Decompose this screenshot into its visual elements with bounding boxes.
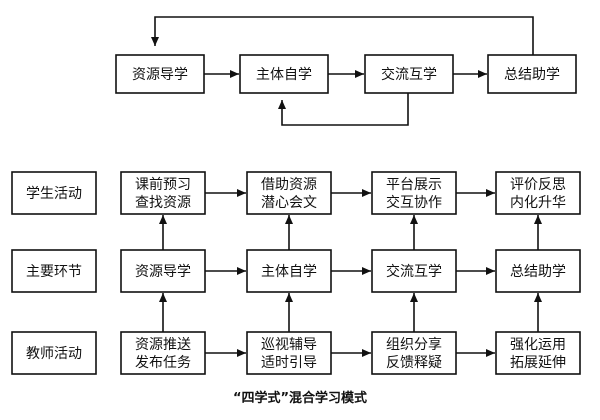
top-flow: 资源导学 主体自学 交流互学 总结助学 — [115, 16, 577, 126]
student-box-1-line-2: 查找资源 — [135, 195, 191, 211]
top-box-exchange-label: 交流互学 — [381, 66, 437, 83]
teacher-box-4-line-1: 强化运用 — [510, 337, 566, 353]
top-box-summary-label: 总结助学 — [504, 67, 560, 83]
student-box-2-line-1: 借助资源 — [261, 177, 317, 193]
top-loop-back-arrow — [151, 16, 534, 55]
stage-box-2-label: 主体自学 — [261, 264, 317, 280]
stage-box-1 — [120, 249, 206, 293]
student-box-2-line-2: 潜心会文 — [261, 195, 317, 211]
student-box-4 — [495, 171, 581, 215]
top-box-self-study-label: 主体自学 — [256, 67, 312, 83]
top-loop-inner-arrow — [278, 93, 409, 126]
teacher-box-4 — [495, 331, 581, 375]
student-box-3 — [371, 171, 457, 215]
row-label-student: 学生活动 — [26, 186, 82, 202]
diagram-caption: “四学式”混合学习模式 — [233, 390, 367, 406]
teacher-box-1-line-1: 资源推送 — [135, 337, 191, 353]
student-box-4-line-1: 评价反思 — [510, 177, 566, 193]
row-label-student-box — [11, 171, 97, 215]
student-box-1-line-1: 课前预习 — [135, 176, 191, 193]
row-label-teacher-box — [11, 331, 97, 375]
student-box-1 — [120, 171, 206, 215]
stage-box-3-label: 交流互学 — [386, 263, 442, 280]
teacher-box-3 — [371, 331, 457, 375]
top-box-summary — [487, 54, 577, 94]
top-box-resource-guide — [115, 54, 205, 94]
teacher-box-4-line-2: 拓展延伸 — [510, 355, 566, 371]
top-box-resource-guide-label: 资源导学 — [132, 67, 188, 83]
stage-box-4-label: 总结助学 — [510, 264, 566, 280]
teacher-box-3-line-2: 反馈释疑 — [386, 355, 442, 371]
teacher-box-2-line-1: 巡视辅导 — [261, 337, 317, 353]
row-label-teacher: 教师活动 — [26, 346, 82, 362]
student-box-3-line-2: 交互协作 — [386, 194, 442, 211]
teacher-box-3-line-1: 组织分享 — [386, 336, 442, 353]
matrix: 学生活动 主要环节 教师活动 课前预习 查找资源 借助资源 潜心会文 平台展示 … — [11, 171, 581, 375]
teacher-box-1-line-2: 发布任务 — [135, 355, 191, 371]
stage-box-1-label: 资源导学 — [135, 264, 191, 280]
row-label-main-box — [11, 249, 97, 293]
student-box-3-line-1: 平台展示 — [386, 177, 442, 193]
stage-box-2 — [246, 249, 332, 293]
top-box-exchange — [364, 54, 454, 94]
top-box-self-study — [239, 54, 329, 94]
student-box-4-line-2: 内化升华 — [510, 195, 566, 211]
teacher-box-1 — [120, 331, 206, 375]
row-label-main: 主要环节 — [26, 264, 82, 280]
stage-box-4 — [495, 249, 581, 293]
student-box-2 — [246, 171, 332, 215]
teacher-box-2 — [246, 331, 332, 375]
teacher-box-2-line-2: 适时引导 — [261, 355, 317, 371]
